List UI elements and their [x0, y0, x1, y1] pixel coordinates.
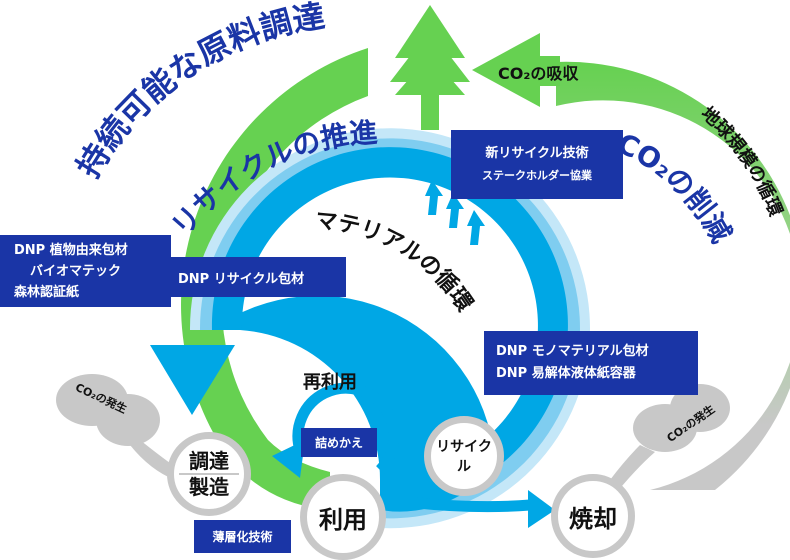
reuse-arrowhead [272, 440, 305, 478]
co2-absorption-label: CO₂の吸収 [498, 64, 579, 83]
box-line: バイオマテック [30, 263, 122, 279]
node-label: 調達 [189, 449, 229, 473]
recycle-packaging-box: DNP リサイクル包材 [166, 257, 346, 297]
box-line: 詰めかえ [314, 436, 363, 450]
box-line: ステークホルダー協業 [482, 168, 592, 182]
box-line: DNP 植物由来包材 [14, 242, 128, 258]
node-label: 焼却 [569, 504, 617, 533]
upward-arrows-icon [425, 180, 485, 245]
co2-absorption-arrow-shaft [538, 56, 560, 86]
co2-absorption-arrowhead [472, 33, 540, 107]
plant-based-packaging-box: DNP 植物由来包材 バイオマテック 森林認証紙 [0, 235, 171, 307]
tree-icon [390, 5, 470, 130]
reuse-loop-arrow [292, 382, 400, 474]
thin-layer-tech-box: 薄層化技術 [194, 520, 291, 553]
box-line: DNP 易解体液体紙容器 [496, 366, 636, 381]
co2-cloud-right [610, 384, 730, 486]
node-label: 利用 [319, 505, 367, 534]
divider [179, 473, 239, 475]
recycle-down-arrowhead [150, 345, 235, 415]
box-line: 薄層化技術 [212, 530, 273, 544]
mono-material-box: DNP モノマテリアル包材 DNP 易解体液体紙容器 [484, 331, 698, 395]
node-use: 利用 [300, 474, 386, 560]
node-procure-manufacture: 調達 製造 [167, 432, 251, 516]
title-co2-reduction: CO₂の削減 [612, 126, 738, 248]
node-label: リサイクル [436, 439, 492, 475]
incinerate-arrowhead [528, 490, 555, 528]
new-recycle-tech-box: 新リサイクル技術 ステークホルダー協業 [451, 130, 623, 199]
box-line: 森林認証紙 [14, 284, 80, 300]
box-line: DNP モノマテリアル包材 [496, 344, 649, 359]
incinerate-arrow [389, 494, 531, 513]
co2-cloud-left [56, 374, 180, 480]
green-supply-arc-band [181, 48, 368, 510]
node-recycle: リサイクル [424, 416, 504, 496]
box-line: 新リサイクル技術 [485, 145, 589, 161]
node-incinerate: 焼却 [551, 474, 635, 558]
refill-box: 詰めかえ [301, 428, 377, 457]
node-label: 製造 [189, 475, 229, 499]
box-line: DNP リサイクル包材 [178, 271, 305, 287]
reuse-label: 再利用 [303, 371, 357, 393]
